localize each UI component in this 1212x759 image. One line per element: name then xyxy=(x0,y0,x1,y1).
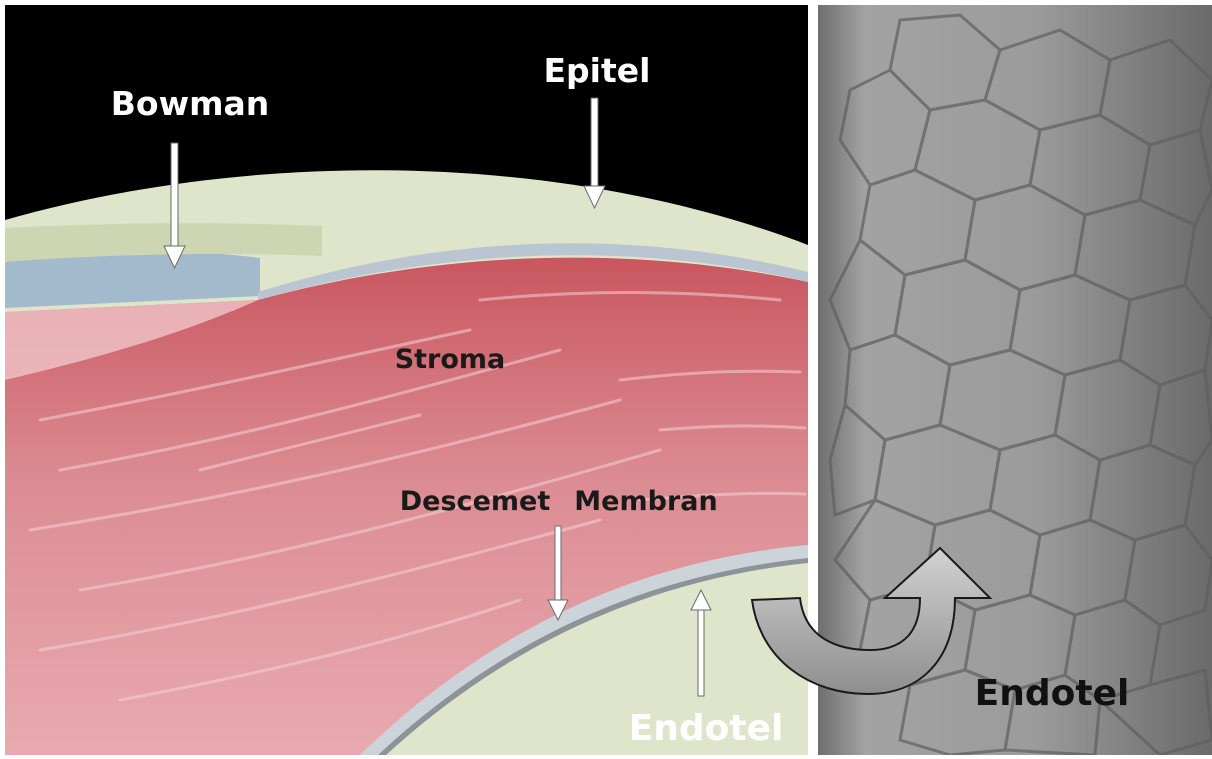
descemet-label: Descemet xyxy=(400,486,551,517)
epitel-label: Epitel xyxy=(544,51,651,90)
endotel-label-right: Endotel xyxy=(975,673,1130,714)
endothelium-micrograph: Endotel xyxy=(818,5,1212,755)
cornea-cross-section: Bowman Epitel Stroma Descemet Membran En… xyxy=(5,5,808,755)
bowman-label: Bowman xyxy=(111,84,269,123)
membran-label: Membran xyxy=(574,486,717,517)
endotel-label-bottom: Endotel xyxy=(629,708,784,749)
stroma-label: Stroma xyxy=(395,344,506,375)
